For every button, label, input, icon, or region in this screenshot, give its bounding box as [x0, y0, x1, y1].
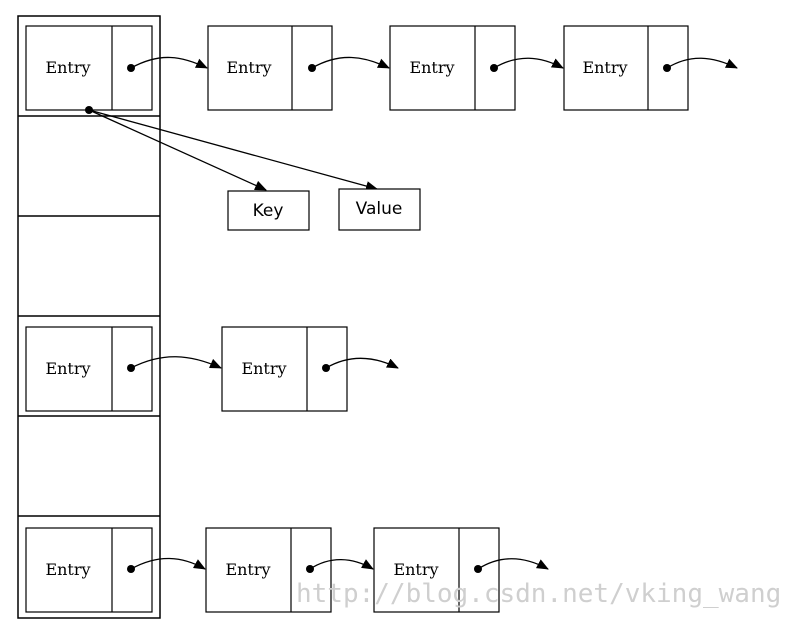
next-arrow — [309, 559, 374, 570]
entry-label: Entry — [225, 560, 270, 579]
next-arrow — [130, 356, 222, 369]
entry-label: Entry — [226, 58, 271, 77]
next-arrow — [130, 557, 206, 570]
key-label: Key — [253, 201, 284, 221]
entry-label: Entry — [241, 359, 286, 378]
next-arrow — [311, 56, 390, 69]
entry-node: Entry — [563, 25, 689, 111]
entry-label: Entry — [45, 359, 90, 378]
key-arrow — [88, 109, 267, 191]
next-arrow — [325, 357, 399, 369]
watermark-text: http://blog.csdn.net/vking_wang — [296, 579, 781, 609]
next-arrow — [130, 56, 208, 69]
entry-node: Entry — [205, 527, 332, 613]
next-arrow — [493, 57, 564, 69]
entry-label: Entry — [45, 58, 90, 77]
entry-node: Entry — [389, 25, 516, 111]
entry-node: Entry — [207, 25, 333, 111]
entry-label: Entry — [45, 560, 90, 579]
entry-node: Entry — [25, 25, 153, 111]
next-arrow — [666, 57, 738, 69]
entry-node: Entry — [373, 527, 500, 613]
entry-label: Entry — [393, 560, 438, 579]
value-label: Value — [356, 199, 403, 219]
entry-node: Entry — [25, 527, 153, 613]
value-node: Value — [338, 188, 421, 231]
bucket-array — [17, 15, 161, 619]
entry-label: Entry — [582, 58, 627, 77]
next-arrow — [477, 558, 549, 570]
entry-label: Entry — [409, 58, 454, 77]
value-arrow — [88, 109, 378, 191]
entry-node: Entry — [221, 326, 348, 412]
key-node: Key — [227, 190, 310, 231]
entry-node: Entry — [25, 326, 153, 412]
